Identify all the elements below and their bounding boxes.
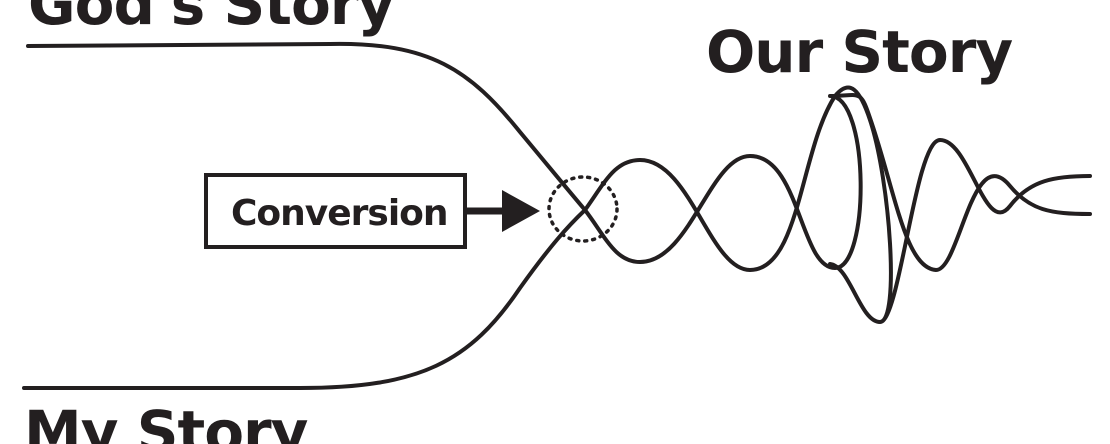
our-story-label: Our Story bbox=[706, 18, 1012, 86]
gods-story-label: God's Story bbox=[28, 0, 394, 38]
conversion-box bbox=[204, 173, 467, 249]
gods-story-strand bbox=[26, 41, 1092, 272]
conversion-point-circle bbox=[547, 175, 619, 243]
conversion-label: Conversion bbox=[231, 193, 448, 234]
my-story-strand bbox=[22, 85, 1092, 390]
my-story-label: My Story bbox=[24, 398, 308, 444]
conversion-arrow-head bbox=[502, 190, 540, 232]
